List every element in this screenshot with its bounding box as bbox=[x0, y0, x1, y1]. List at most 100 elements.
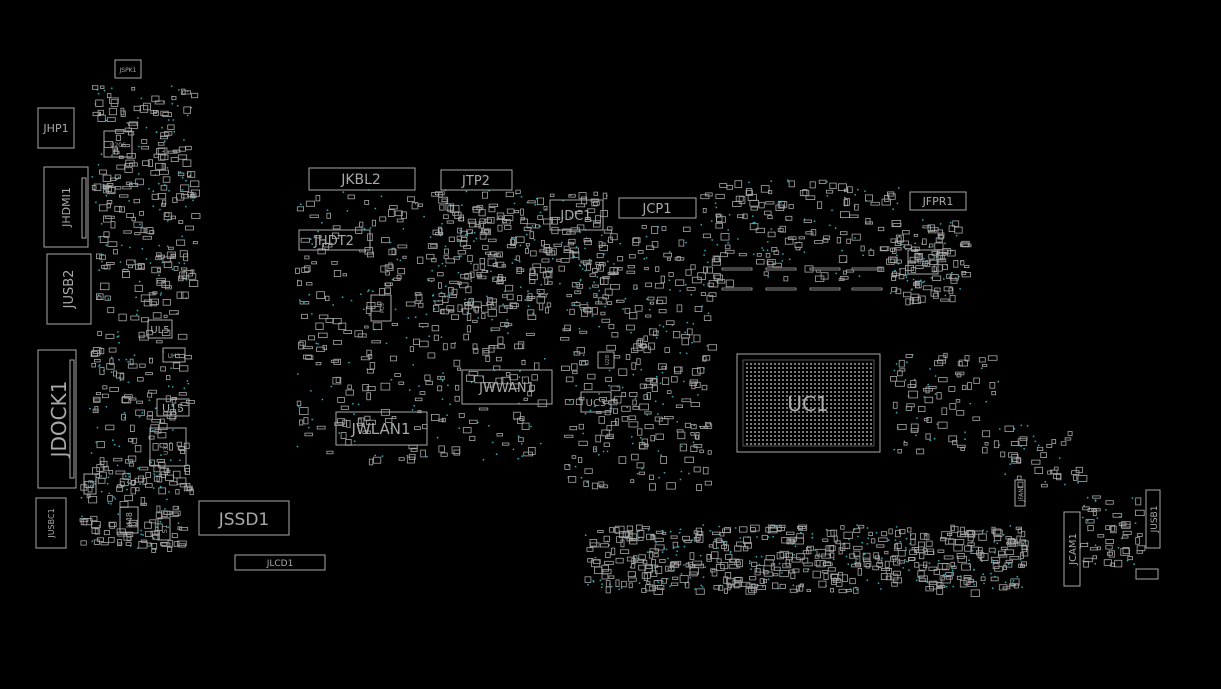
s1-outline[interactable] bbox=[157, 517, 171, 541]
bga-ball bbox=[758, 423, 760, 425]
jssd1-outline[interactable] bbox=[198, 500, 290, 536]
passive-component bbox=[661, 226, 667, 231]
passive-component bbox=[409, 346, 414, 352]
u48-outline[interactable] bbox=[119, 506, 139, 534]
passive-component bbox=[994, 566, 1004, 572]
jkbl2-outline[interactable] bbox=[308, 167, 416, 191]
jtp2-outline[interactable] bbox=[440, 169, 513, 191]
passive-component bbox=[571, 282, 580, 288]
bga-ball bbox=[838, 379, 840, 381]
bga-ball bbox=[762, 415, 764, 417]
jhdt2-outline[interactable] bbox=[298, 229, 371, 251]
pu300-outline[interactable] bbox=[907, 249, 939, 275]
bga-ball bbox=[746, 395, 748, 397]
bga-ball bbox=[814, 407, 816, 409]
passive-component bbox=[626, 525, 634, 531]
uc3-outline[interactable] bbox=[580, 391, 612, 413]
passive-component bbox=[152, 533, 160, 540]
passive-component bbox=[847, 186, 853, 194]
jwlan1-outline[interactable] bbox=[335, 411, 428, 446]
jusb1-outline[interactable] bbox=[1145, 489, 1161, 549]
passive-component bbox=[136, 377, 144, 382]
passive-component bbox=[1011, 458, 1022, 464]
bga-ball bbox=[794, 363, 796, 365]
passive-component bbox=[751, 561, 758, 567]
pu5-outline[interactable] bbox=[370, 294, 392, 322]
jdc1-outline[interactable] bbox=[549, 199, 604, 231]
jusbc1-outline[interactable] bbox=[35, 497, 67, 549]
bga-ball bbox=[770, 399, 772, 401]
passive-component bbox=[1136, 545, 1146, 552]
jdock1-outline[interactable] bbox=[37, 349, 77, 489]
uh3-outline[interactable] bbox=[162, 347, 186, 363]
passive-component bbox=[732, 201, 742, 207]
passive-component bbox=[632, 237, 640, 246]
passive-component bbox=[653, 330, 659, 337]
passive-component bbox=[910, 539, 916, 546]
passive-component bbox=[587, 373, 596, 380]
jfan1-outline[interactable] bbox=[1014, 479, 1026, 507]
bga-ball bbox=[782, 419, 784, 421]
passive-component bbox=[956, 553, 965, 559]
jhdmi1-outline[interactable] bbox=[43, 166, 89, 248]
via bbox=[100, 475, 103, 477]
via bbox=[606, 260, 609, 263]
passive-component bbox=[1016, 475, 1022, 481]
u37-outline[interactable] bbox=[149, 427, 187, 467]
via bbox=[1009, 525, 1012, 527]
passive-component bbox=[888, 256, 897, 264]
passive-component bbox=[630, 563, 636, 569]
jhp1-outline[interactable] bbox=[37, 107, 75, 149]
passive-component bbox=[406, 196, 415, 202]
jwwan1-outline[interactable] bbox=[461, 369, 553, 405]
passive-component bbox=[690, 432, 695, 436]
s3-outline[interactable] bbox=[83, 473, 97, 495]
uc1-outline[interactable] bbox=[736, 353, 881, 453]
jspk1-outline[interactable] bbox=[114, 59, 142, 79]
jcam1-outline[interactable] bbox=[1063, 511, 1081, 587]
u15-outline[interactable] bbox=[156, 398, 190, 417]
bga-ball bbox=[802, 367, 804, 369]
bga-ball bbox=[842, 399, 844, 401]
via bbox=[856, 558, 859, 560]
ul5-outline[interactable] bbox=[147, 319, 173, 339]
jfpr1-outline[interactable] bbox=[909, 191, 967, 211]
bga-ball bbox=[846, 375, 848, 377]
passive-component bbox=[1002, 586, 1011, 590]
jcp1-outline[interactable] bbox=[618, 197, 697, 219]
passive-component bbox=[639, 383, 647, 389]
via bbox=[465, 233, 467, 236]
bga-ball bbox=[758, 375, 760, 377]
bga-ball bbox=[826, 363, 828, 365]
passive-component bbox=[495, 377, 504, 385]
via bbox=[762, 586, 764, 588]
passive-component bbox=[599, 396, 607, 402]
bga-ball bbox=[834, 431, 836, 433]
via bbox=[128, 200, 131, 202]
passive-component bbox=[469, 271, 475, 278]
passive-component bbox=[687, 561, 693, 568]
passive-component bbox=[506, 244, 516, 249]
jlcd1-outline[interactable] bbox=[234, 554, 326, 571]
passive-component bbox=[950, 274, 959, 281]
passive-component bbox=[103, 215, 112, 223]
passive-component bbox=[626, 270, 636, 274]
jusb2-outline[interactable] bbox=[46, 253, 92, 325]
passive-component bbox=[895, 529, 901, 538]
bga-ball bbox=[786, 435, 788, 437]
passive-component bbox=[948, 538, 955, 545]
passive-component bbox=[99, 457, 105, 465]
u206-outline[interactable] bbox=[103, 130, 133, 158]
passive-component bbox=[561, 365, 570, 372]
passive-component bbox=[521, 359, 526, 366]
passive-component bbox=[970, 589, 980, 597]
bga-ball bbox=[750, 375, 752, 377]
passive-component bbox=[308, 335, 315, 341]
passive-component bbox=[106, 117, 116, 122]
u28-outline[interactable] bbox=[597, 351, 615, 369]
via bbox=[1013, 427, 1016, 430]
passive-component bbox=[910, 423, 919, 432]
via bbox=[996, 542, 999, 545]
via bbox=[183, 139, 185, 142]
passive-component bbox=[176, 193, 185, 201]
